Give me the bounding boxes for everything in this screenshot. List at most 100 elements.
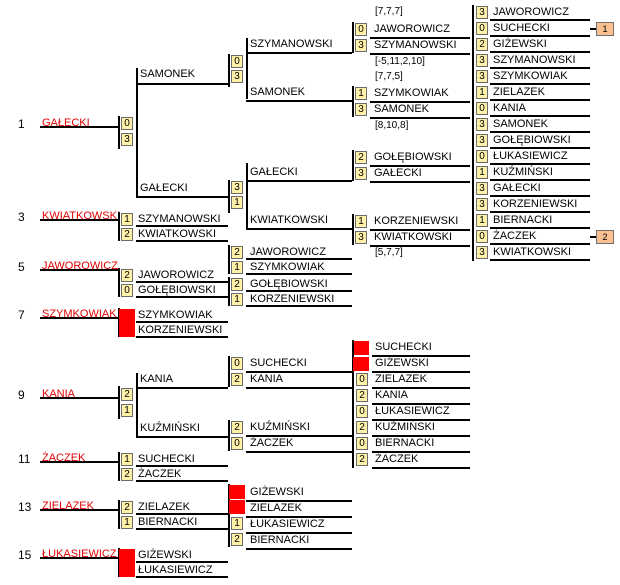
score-cell: 1 — [121, 213, 133, 226]
player-name: KORZENIEWSKI — [493, 198, 578, 210]
bracket-line — [246, 387, 352, 389]
score-cell: 2 — [356, 389, 368, 402]
score-cell: 3 — [476, 6, 488, 19]
player-name: GOŁĘBIOWSKI — [250, 278, 328, 290]
bracket-line — [352, 436, 354, 468]
player-name: ŻACZEK — [250, 437, 294, 449]
bracket-line — [370, 165, 470, 167]
score-cell: 3 — [355, 167, 367, 180]
player-name: GAŁECKI — [493, 182, 541, 194]
score-cell: 3 — [231, 70, 243, 83]
bracket-line — [352, 214, 354, 245]
bracket-line — [246, 500, 352, 502]
walkover-marker — [353, 357, 369, 371]
score-cell: 2 — [356, 421, 368, 434]
bracket-line — [372, 419, 470, 421]
bracket-line — [372, 467, 470, 469]
score-cell: 1 — [476, 86, 488, 99]
bracket-line — [136, 240, 228, 242]
walkover-marker — [119, 549, 135, 563]
seed-number: 13 — [18, 500, 32, 514]
player-name: KORZENIEWSKI — [374, 215, 459, 227]
bracket-line — [246, 371, 352, 373]
player-name: GOŁĘBIOWSKI — [138, 284, 216, 296]
seed-number: 5 — [18, 260, 25, 274]
score-cell: 0 — [356, 405, 368, 418]
score-cell: 3 — [476, 118, 488, 131]
score-cell: 0 — [356, 373, 368, 386]
bracket-line — [352, 22, 354, 53]
set-scores: [7,7,7] — [375, 6, 403, 17]
bracket-line — [372, 387, 470, 389]
player-name: SAMONEK — [374, 103, 430, 115]
bracket-line — [136, 296, 228, 298]
bracket-line — [490, 67, 590, 69]
player-name: ŻACZEK — [138, 468, 182, 480]
bracket-line — [370, 229, 470, 231]
bracket-line — [228, 356, 230, 387]
bracket-line — [40, 269, 118, 271]
bracket-line — [136, 321, 228, 323]
walkover-marker — [119, 309, 135, 323]
player-name: KWIATKOWSKI — [138, 228, 217, 240]
bracket-line — [352, 340, 354, 372]
score-cell: 3 — [476, 54, 488, 67]
player-name: KWIATKOWSKI — [250, 214, 329, 226]
seed-player: JAWOROWICZ — [42, 260, 118, 272]
set-scores: [7,7,5] — [375, 71, 403, 82]
player-name: KUŹMIŃSKI — [140, 422, 200, 434]
player-name: KWIATKOWSKI — [374, 231, 453, 243]
player-name: JAWOROWICZ — [493, 6, 569, 18]
player-name: BIERNACKI — [138, 516, 198, 528]
bracket-line — [246, 38, 248, 99]
player-name: SZYMANOWSKI — [138, 213, 221, 225]
player-name: KANIA — [250, 373, 284, 385]
seed-number: 3 — [18, 210, 25, 224]
bracket-line — [472, 165, 474, 197]
player-name: ŁUKASIEWICZ — [250, 518, 325, 530]
bracket-line — [136, 528, 228, 530]
player-name: GOŁĘBIOWSKI — [374, 151, 452, 163]
seed-player: SZYMKOWIAK — [42, 308, 117, 320]
score-cell: 1 — [121, 404, 133, 417]
score-cell: 1 — [476, 214, 488, 227]
bracket-line — [136, 336, 228, 338]
player-name: ŁUKASIEWICZ — [138, 564, 213, 576]
bracket-line — [40, 126, 118, 128]
bracket-line — [136, 373, 138, 437]
bracket-line — [370, 101, 470, 103]
bracket-line — [118, 452, 120, 481]
score-cell: 3 — [121, 133, 133, 146]
bracket-line — [490, 99, 590, 101]
player-name: SZYMKOWIAK — [493, 70, 568, 82]
score-cell: 0 — [476, 150, 488, 163]
score-cell: 3 — [476, 70, 488, 83]
player-name: SAMONEK — [140, 68, 196, 80]
player-name: JAWOROWICZ — [374, 23, 450, 35]
bracket-line — [40, 509, 118, 511]
player-name: ŻACZEK — [493, 230, 537, 242]
score-cell: 2 — [121, 269, 133, 282]
bracket-line — [490, 163, 590, 165]
bracket-line — [40, 557, 118, 559]
seed-player: ŻACZEK — [42, 452, 86, 464]
bracket-line — [490, 83, 590, 85]
bracket-line — [490, 51, 590, 53]
bracket-line — [136, 387, 228, 389]
bracket-line — [490, 195, 590, 197]
bracket-line — [246, 228, 352, 230]
score-cell: 3 — [476, 246, 488, 259]
score-cell: 1 — [355, 87, 367, 100]
score-cell: 3 — [355, 231, 367, 244]
player-name: ŁUKASIEWICZ — [493, 150, 568, 162]
bracket-line — [490, 147, 590, 149]
player-name: KUŹMIŃSKI — [375, 421, 435, 433]
bracket-line — [136, 436, 228, 438]
set-scores: [-5,11,2,10] — [375, 56, 425, 67]
player-name: KORZENIEWSKI — [250, 293, 335, 305]
bracket-line — [40, 219, 118, 221]
bracket-line — [352, 150, 354, 181]
bracket-line — [136, 68, 138, 197]
player-name: KORZENIEWSKI — [138, 324, 223, 336]
walkover-marker — [353, 341, 369, 355]
